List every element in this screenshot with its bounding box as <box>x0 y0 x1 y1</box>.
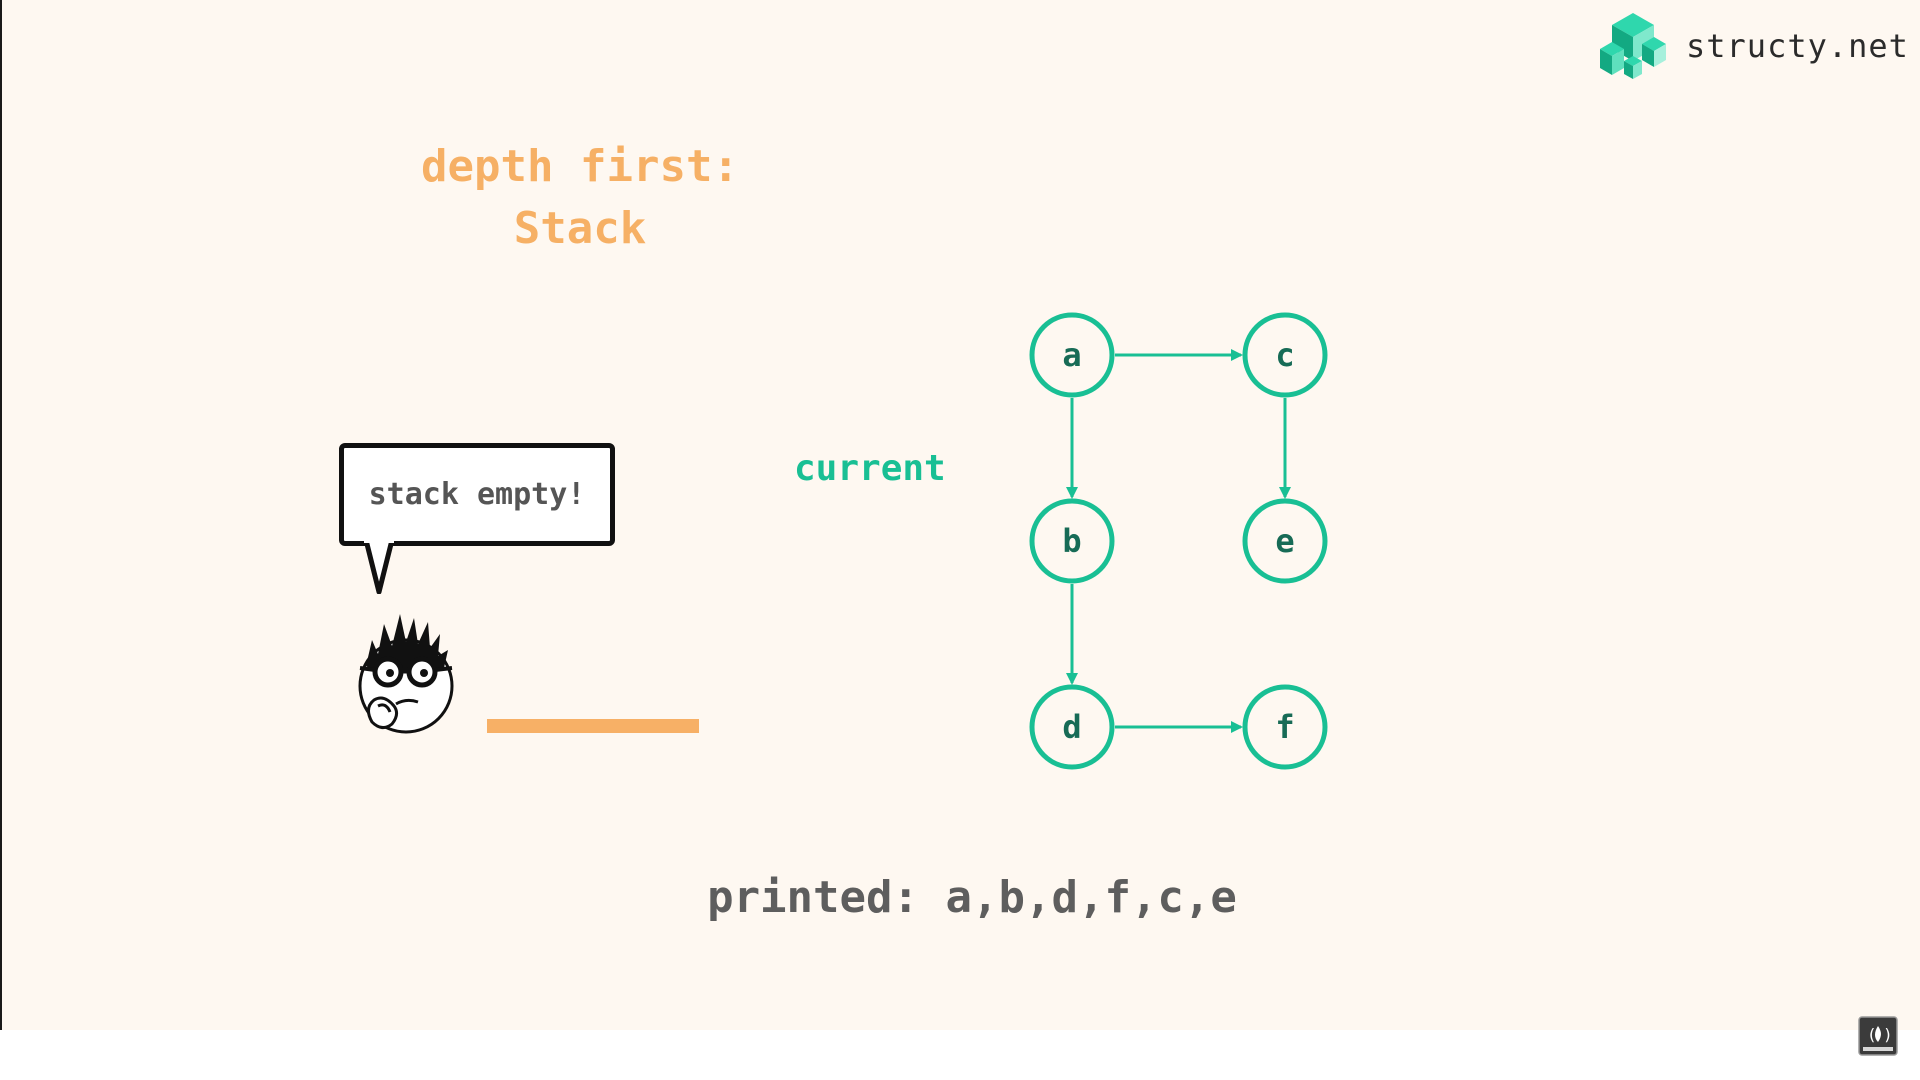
node-label-d: d <box>1062 708 1081 746</box>
node-e: e <box>1242 498 1328 584</box>
node-circle-a <box>1029 312 1115 398</box>
node-circle-f <box>1242 684 1328 770</box>
svg-text:(: ( <box>1867 1025 1877 1044</box>
speech-bubble-text: stack empty! <box>368 477 586 512</box>
current-label: current <box>794 448 946 489</box>
node-circle-c <box>1242 312 1328 398</box>
node-label-e: e <box>1275 522 1294 560</box>
title-line-2: Stack <box>513 203 647 254</box>
thinking-person-icon <box>358 614 454 734</box>
printed-sequence: a,b,d,f,c,e <box>945 872 1237 923</box>
frame-edge <box>0 0 2 1030</box>
printed-output-line: printed: a,b,d,f,c,e <box>707 872 1237 923</box>
printed-label: printed: <box>707 872 919 923</box>
freecodecamp-subscribe-icon[interactable]: ( ) <box>1858 1016 1898 1056</box>
node-label-f: f <box>1275 708 1294 746</box>
node-label-a: a <box>1062 336 1081 374</box>
slide-title: depth first: Stack <box>380 136 780 260</box>
brand-name: structy.net <box>1686 27 1909 65</box>
svg-text:): ) <box>1883 1025 1893 1044</box>
node-circle-d <box>1029 684 1115 770</box>
node-circle-e <box>1242 498 1328 584</box>
node-label-c: c <box>1275 336 1294 374</box>
node-circle-b <box>1029 498 1115 584</box>
node-a: a <box>1029 312 1115 398</box>
slide-canvas <box>2 0 1920 1030</box>
node-c: c <box>1242 312 1328 398</box>
node-f: f <box>1242 684 1328 770</box>
speech-bubble-tail <box>364 538 394 594</box>
stack-base <box>487 719 699 733</box>
printed-output: printed: a,b,d,f,c,e <box>0 872 1920 923</box>
node-b: b <box>1029 498 1115 584</box>
structy-logo-icon <box>1600 13 1666 79</box>
graph-edges <box>1066 349 1291 733</box>
title-line-1: depth first: <box>421 141 739 192</box>
node-d: d <box>1029 684 1115 770</box>
node-label-b: b <box>1062 522 1081 560</box>
speech-bubble: stack empty! <box>339 443 615 546</box>
graph-nodes: a c b e d f <box>1029 312 1328 770</box>
brand[interactable]: structy.net <box>1596 10 1909 82</box>
